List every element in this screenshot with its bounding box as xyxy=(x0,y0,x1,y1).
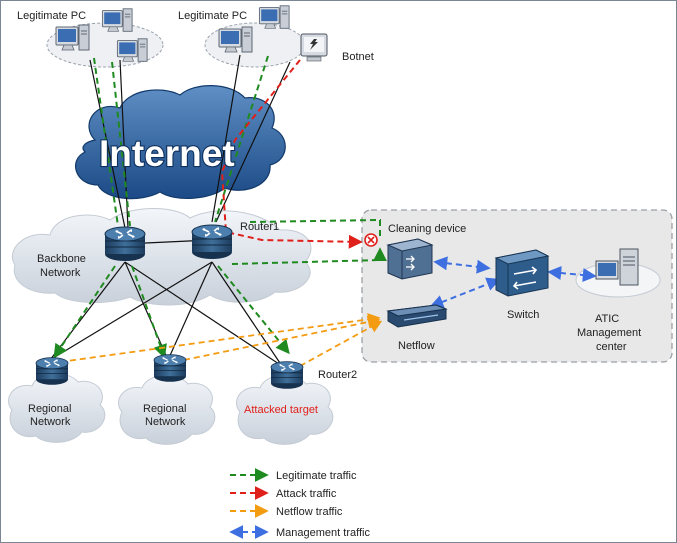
block-icon xyxy=(364,233,378,247)
attacked-target-label: Attacked target xyxy=(244,404,318,416)
legend-label: Attack traffic xyxy=(276,488,337,500)
atic-server-icon xyxy=(595,248,639,286)
legend-label: Management traffic xyxy=(276,527,370,539)
backbone-label-line2: Network xyxy=(40,267,81,279)
netflow-device-icon xyxy=(386,304,448,328)
regional-cloud-a xyxy=(8,373,106,443)
router1-label: Router1 xyxy=(240,221,279,233)
regional-network-label-line2: Network xyxy=(30,416,71,428)
legitimate-pc-label: Legitimate PC xyxy=(178,10,247,22)
atic-label-line2: Management xyxy=(577,327,641,339)
regional-network-label-line2: Network xyxy=(145,416,186,428)
router-icon xyxy=(191,224,233,260)
legend: Legitimate traffic Attack traffic Netflo… xyxy=(229,468,370,539)
attack-traffic-path xyxy=(220,59,363,249)
legitimate-pc-label: Legitimate PC xyxy=(17,10,86,22)
legend-label: Netflow traffic xyxy=(276,506,343,518)
atic-label: ATIC xyxy=(595,313,619,325)
legend-label: Legitimate traffic xyxy=(276,470,357,482)
cleaning-device-label: Cleaning device xyxy=(388,223,466,235)
internet-label: Internet xyxy=(99,133,235,174)
regional-cloud-c xyxy=(236,375,334,445)
router-icon xyxy=(104,226,146,262)
regional-network-label: Regional xyxy=(143,403,186,415)
management-traffic-paths xyxy=(429,256,597,309)
switch-icon xyxy=(494,249,550,297)
netflow-traffic-paths xyxy=(59,313,383,367)
legend-item-attack: Attack traffic xyxy=(230,486,337,500)
backbone-label: Backbone xyxy=(37,253,86,265)
router-icon xyxy=(270,360,304,390)
router-icon xyxy=(35,356,69,386)
legend-item-netflow: Netflow traffic xyxy=(230,504,343,518)
router2-label: Router2 xyxy=(318,369,357,381)
atic-label-line3: center xyxy=(596,341,627,353)
legend-item-legitimate: Legitimate traffic xyxy=(230,468,357,482)
netflow-label: Netflow xyxy=(398,340,435,352)
botnet-label: Botnet xyxy=(342,51,374,63)
internet-cloud xyxy=(75,85,286,200)
router-icon xyxy=(153,353,187,383)
regional-network-label: Regional xyxy=(28,403,71,415)
regional-cloud-b xyxy=(118,375,216,445)
botnet-pc-icon xyxy=(300,33,328,62)
switch-label: Switch xyxy=(507,309,539,321)
cleaning-device-icon xyxy=(386,238,434,280)
legend-item-management: Management traffic xyxy=(229,525,370,539)
physical-links xyxy=(49,54,291,367)
